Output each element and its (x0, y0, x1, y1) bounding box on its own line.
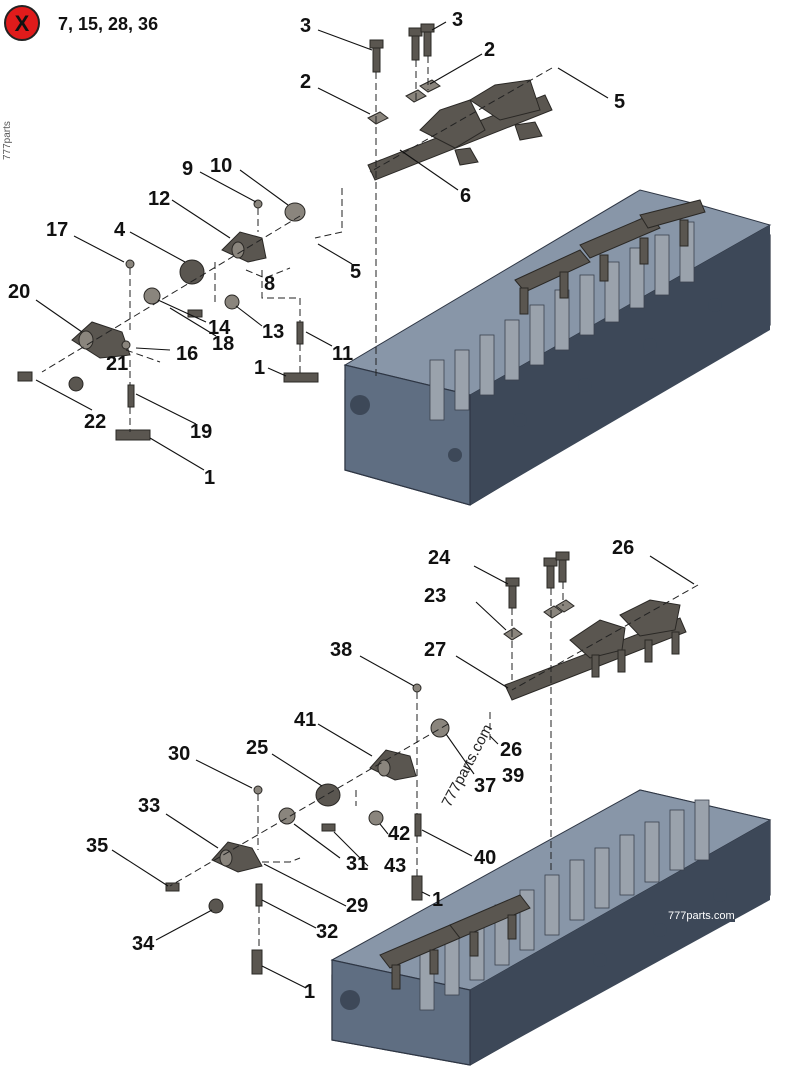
callout-label: 40 (474, 847, 496, 869)
bushing-18 (143, 287, 161, 305)
cylinder-head-top (343, 189, 772, 506)
callout-label: 32 (316, 921, 338, 943)
callout-label: 6 (460, 185, 471, 207)
pin-22 (17, 371, 33, 382)
callout-label: 39 (502, 765, 524, 787)
bridge-1b (115, 429, 151, 441)
callout-label: 12 (148, 188, 170, 210)
callouts-top: 3 3 2 2 5 6 9 10 12 17 4 5 8 20 14 18 13… (8, 9, 625, 489)
screw-32 (255, 883, 263, 907)
callout-label: 23 (424, 585, 446, 607)
side-watermark: 777parts (2, 121, 13, 160)
callout-label: 14 (208, 317, 231, 339)
callout-label: 38 (330, 639, 352, 661)
rocker-assembly-bottom (165, 551, 699, 975)
callout-label: 13 (262, 321, 284, 343)
callout-label: 2 (484, 39, 495, 61)
callout-label: 29 (346, 895, 368, 917)
callout-label: 10 (210, 155, 232, 177)
roller-21 (68, 376, 84, 392)
callout-label: 1 (432, 889, 443, 911)
washer-23 (503, 627, 523, 641)
callout-label: 19 (190, 421, 212, 443)
washer-17 (125, 259, 135, 269)
callout-label: 9 (182, 158, 193, 180)
washer-38 (412, 683, 422, 693)
callout-label: 17 (46, 219, 68, 241)
installed-rocker-arms-top (514, 199, 706, 315)
callout-label: 30 (168, 743, 190, 765)
bushing-25 (315, 783, 341, 807)
callout-label: 18 (212, 333, 234, 355)
callout-label: 26 (500, 739, 522, 761)
callouts-bottom: 24 26 23 38 27 41 26 37 39 25 30 33 42 3… (86, 537, 634, 1003)
callout-label: 41 (294, 709, 316, 731)
screw-11 (296, 321, 304, 345)
callout-label: 22 (84, 411, 106, 433)
leader-lines-top (35, 21, 609, 471)
washer-30 (253, 785, 263, 795)
pin-35 (165, 882, 180, 892)
callout-label: 11 (332, 343, 353, 365)
callout-label: 3 (300, 15, 311, 37)
callout-label: 16 (176, 343, 198, 365)
bushing-4 (179, 259, 205, 285)
callout-label: 34 (132, 933, 155, 955)
rocker-arm-group-top (419, 99, 486, 149)
leader-lines-bottom (111, 555, 695, 989)
screw-19 (127, 384, 135, 408)
bushing-37 (430, 718, 450, 738)
callout-label: 2 (300, 71, 311, 93)
callout-label: 37 (474, 775, 496, 797)
valve-springs-top (429, 221, 695, 421)
excluded-parts-list: 7, 15, 28, 36 (58, 14, 158, 34)
callout-label: 21 (106, 353, 128, 375)
rocker-assembly-top (17, 23, 553, 441)
callout-label: 20 (8, 281, 30, 303)
bridge-1d (251, 949, 263, 975)
engine-watermark: 777parts.com (668, 910, 735, 922)
callout-label: 31 (346, 853, 368, 875)
bushing-13 (224, 294, 240, 310)
pin-14 (187, 309, 203, 318)
callout-label: 1 (304, 981, 315, 1003)
excluded-parts-indicator: X 7, 15, 28, 36 (4, 5, 158, 41)
bushing-10 (284, 202, 306, 222)
screw-40 (414, 813, 422, 837)
bridge-1c (411, 875, 423, 901)
callout-label: 24 (428, 547, 451, 569)
callout-label: 4 (114, 219, 126, 241)
roller-34 (208, 898, 224, 914)
callout-label: 1 (254, 357, 265, 379)
cylinder-head-bottom: 777parts.com (330, 789, 772, 1066)
callout-label: 27 (424, 639, 446, 661)
callout-label: 33 (138, 795, 160, 817)
bridge-1a (283, 372, 319, 383)
excluded-badge-icon (4, 5, 40, 41)
callout-label: 42 (388, 823, 410, 845)
callout-label: 35 (86, 835, 108, 857)
callout-label: 8 (264, 273, 275, 295)
callout-label: 3 (452, 9, 463, 31)
callout-label: 5 (350, 261, 361, 283)
installed-rocker-arms-bottom (379, 894, 531, 990)
pin-43 (321, 823, 336, 832)
washer-2a (367, 111, 389, 125)
excluded-badge-symbol: X (15, 11, 30, 36)
callout-label: 43 (384, 855, 406, 877)
callout-label: 1 (204, 467, 215, 489)
callout-label: 26 (612, 537, 634, 559)
callout-label: 25 (246, 737, 268, 759)
callout-label: 5 (614, 91, 625, 113)
roller-42 (368, 810, 384, 826)
